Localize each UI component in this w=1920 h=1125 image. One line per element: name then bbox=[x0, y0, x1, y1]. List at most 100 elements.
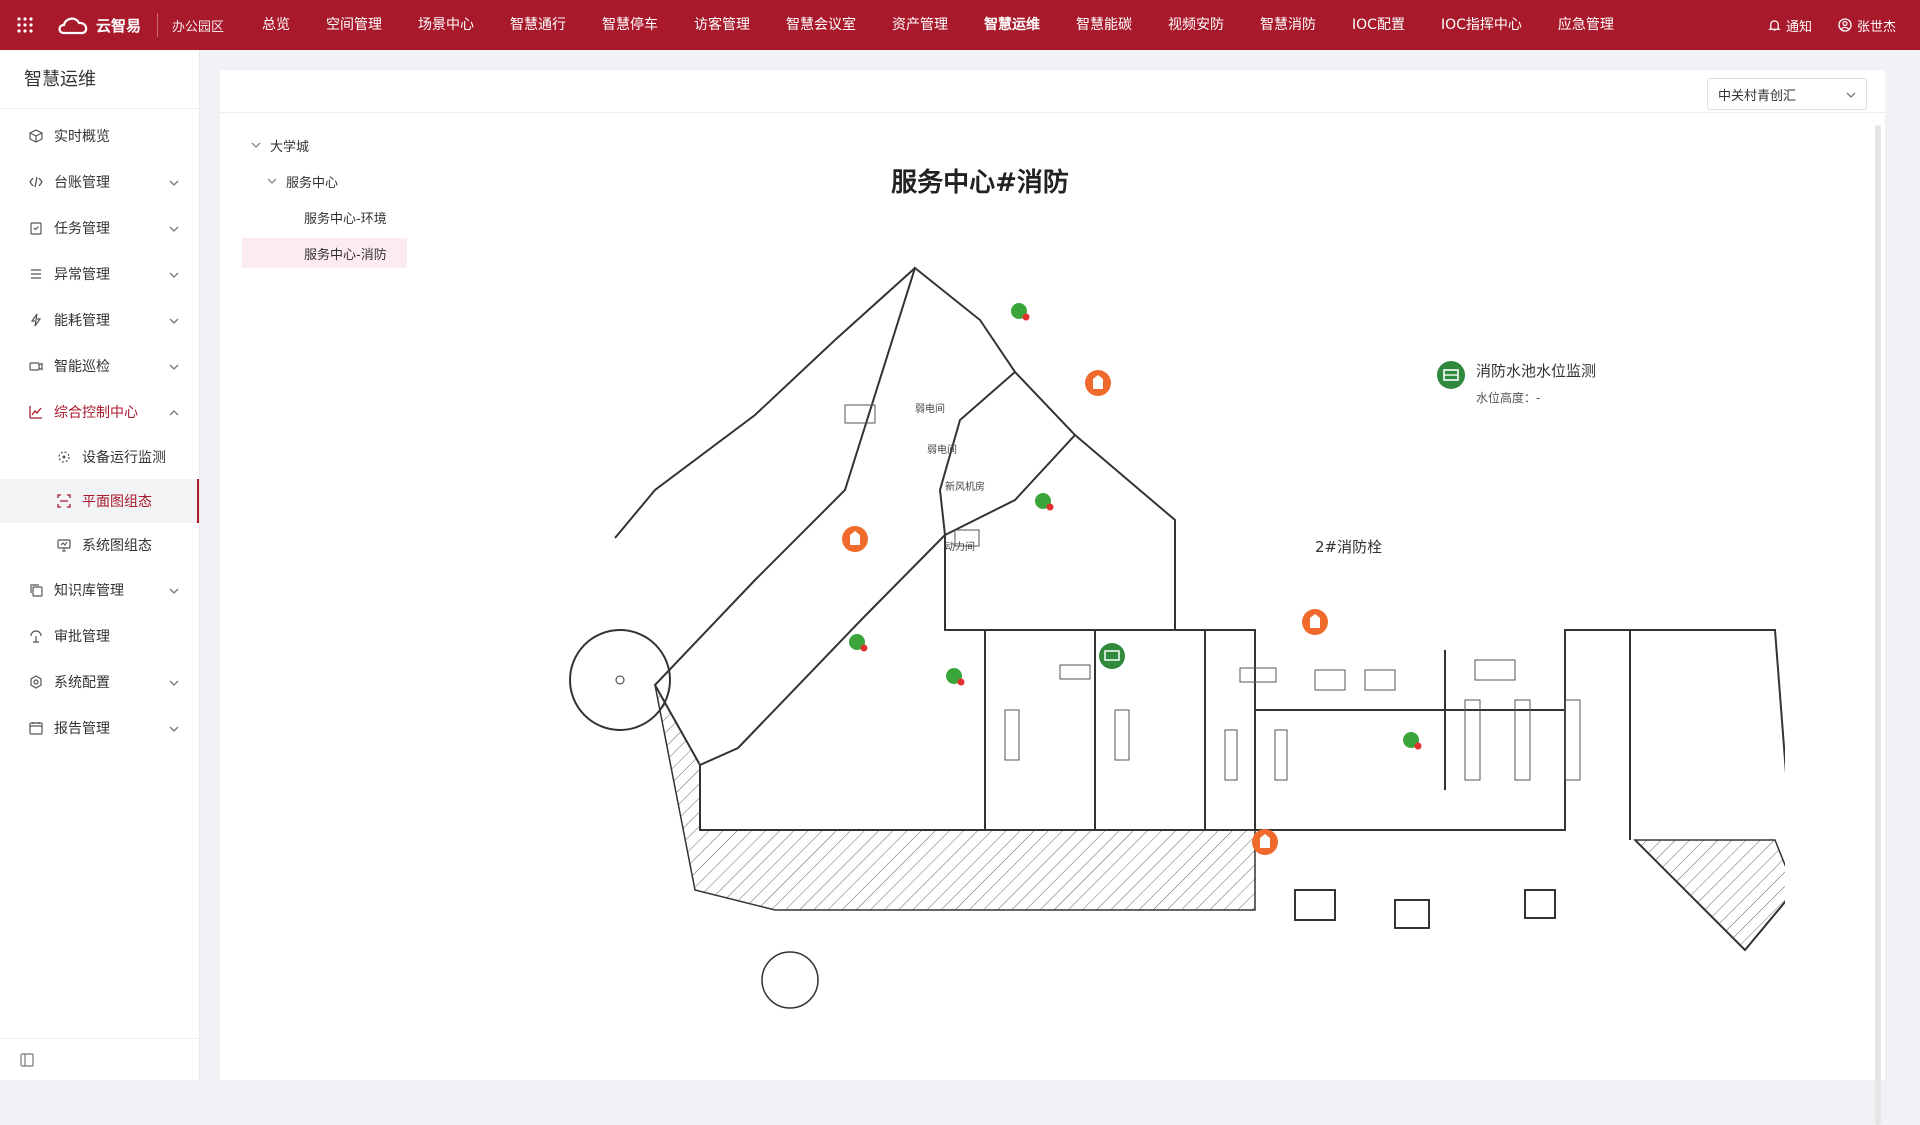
device-ok-icon[interactable] bbox=[1011, 303, 1030, 321]
water-monitor-icon[interactable] bbox=[1099, 643, 1125, 669]
list-icon bbox=[28, 266, 44, 282]
monitor-label: 水位高度： bbox=[1476, 391, 1537, 405]
nav-item[interactable]: IOC指挥中心 bbox=[1440, 17, 1522, 33]
collapse-sidebar-button[interactable] bbox=[0, 1038, 200, 1080]
nav-item[interactable]: 智慧运维 bbox=[984, 17, 1041, 33]
sidebar-item-ledger[interactable]: 台账管理 bbox=[0, 159, 199, 205]
sidebar-item-system-diagram[interactable]: 系统图组态 bbox=[0, 523, 199, 567]
sidebar-menu: 实时概览 台账管理 任务管理 异常管理 能耗管理 智能巡检 综合控制中心 设备运… bbox=[0, 109, 199, 751]
nav-item[interactable]: 总览 bbox=[262, 17, 291, 33]
chevron-down-icon bbox=[169, 674, 179, 690]
sidebar-item-label: 任务管理 bbox=[54, 221, 110, 237]
hydrant-label: 2#消防栓 bbox=[1315, 538, 1383, 556]
sidebar-item-label: 设备运行监测 bbox=[82, 450, 166, 466]
calendar-icon bbox=[28, 720, 44, 736]
area-label[interactable]: 办公园区 bbox=[172, 19, 225, 35]
device-ok-icon[interactable] bbox=[946, 668, 965, 686]
tree-node-label: 服务中心-环境 bbox=[304, 211, 387, 227]
app-logo[interactable]: 云智易 bbox=[50, 13, 159, 37]
sidebar: 智慧运维 实时概览 台账管理 任务管理 异常管理 能耗管理 智能巡检 综合控制中… bbox=[0, 50, 200, 1080]
sidebar-item-label: 平面图组态 bbox=[82, 494, 152, 510]
sidebar-item-tasks[interactable]: 任务管理 bbox=[0, 205, 199, 251]
bell-icon bbox=[1768, 19, 1781, 31]
alarm-pin-icon[interactable] bbox=[1302, 609, 1328, 635]
sidebar-item-label: 审批管理 bbox=[54, 629, 110, 645]
site-select-value: 中关村青创汇 bbox=[1718, 88, 1797, 104]
sidebar-item-approval[interactable]: 审批管理 bbox=[0, 613, 199, 659]
tree-node-campus[interactable]: 大学城 bbox=[242, 130, 412, 160]
sidebar-item-energy[interactable]: 能耗管理 bbox=[0, 297, 199, 343]
notification-button[interactable]: 通知 bbox=[1768, 16, 1812, 35]
sidebar-item-reports[interactable]: 报告管理 bbox=[0, 705, 199, 751]
monitor-title: 消防水池水位监测 bbox=[1476, 362, 1597, 380]
nav-item[interactable]: 应急管理 bbox=[1557, 17, 1614, 33]
nav-item[interactable]: 智慧能碳 bbox=[1076, 17, 1133, 33]
nav-item[interactable]: 视频安防 bbox=[1168, 17, 1225, 33]
cloud-logo-icon bbox=[58, 17, 88, 35]
tree-node-fire[interactable]: 服务中心-消防 bbox=[242, 238, 407, 268]
sidebar-item-label: 知识库管理 bbox=[54, 583, 124, 599]
chevron-down-icon bbox=[1846, 87, 1856, 102]
tree-node-label: 服务中心-消防 bbox=[304, 247, 387, 263]
settings-icon bbox=[28, 674, 44, 690]
sidebar-item-device-monitoring[interactable]: 设备运行监测 bbox=[0, 435, 199, 479]
user-menu[interactable]: 张世杰 bbox=[1838, 16, 1896, 35]
chart-icon bbox=[28, 404, 44, 420]
camera-icon bbox=[28, 358, 44, 374]
chevron-down-icon bbox=[169, 266, 179, 282]
site-select[interactable]: 中关村青创汇 bbox=[1707, 78, 1867, 110]
apps-grid-icon[interactable] bbox=[0, 0, 50, 50]
logo-text: 云智易 bbox=[96, 16, 142, 35]
sidebar-item-label: 异常管理 bbox=[54, 267, 110, 283]
nav-item[interactable]: 场景中心 bbox=[418, 17, 475, 33]
chevron-down-icon bbox=[169, 720, 179, 736]
chevron-down-icon bbox=[169, 582, 179, 598]
svg-text:动力间: 动力间 bbox=[945, 540, 975, 553]
screen-icon bbox=[56, 537, 72, 553]
sidebar-item-realtime-overview[interactable]: 实时概览 bbox=[0, 113, 199, 159]
plan-title: 服务中心#消防 bbox=[891, 168, 1069, 198]
monitor-reading: 水位高度：- bbox=[1476, 389, 1596, 406]
nav-item[interactable]: 智慧停车 bbox=[602, 17, 659, 33]
nav-item[interactable]: 空间管理 bbox=[326, 17, 383, 33]
scan-icon bbox=[56, 493, 72, 509]
sidebar-item-label: 智能巡检 bbox=[54, 359, 110, 375]
device-ok-icon[interactable] bbox=[1035, 493, 1054, 511]
sidebar-item-exceptions[interactable]: 异常管理 bbox=[0, 251, 199, 297]
chevron-down-icon[interactable] bbox=[264, 178, 280, 184]
chevron-down-icon[interactable] bbox=[248, 142, 264, 148]
nav-item[interactable]: 智慧消防 bbox=[1260, 17, 1317, 33]
alarm-pin-icon[interactable] bbox=[1252, 829, 1278, 855]
sidebar-title: 智慧运维 bbox=[0, 50, 199, 109]
sidebar-item-system-config[interactable]: 系统配置 bbox=[0, 659, 199, 705]
svg-text:弱电间: 弱电间 bbox=[915, 402, 945, 415]
user-icon bbox=[1838, 18, 1852, 32]
sidebar-item-knowledge[interactable]: 知识库管理 bbox=[0, 567, 199, 613]
tree-node-service-center[interactable]: 服务中心 bbox=[242, 166, 412, 196]
main-nav: 总览 空间管理 场景中心 智慧通行 智慧停车 访客管理 智慧会议室 资产管理 智慧运维 智慧能碳 视… bbox=[244, 0, 1632, 50]
nav-item[interactable]: 智慧通行 bbox=[510, 17, 567, 33]
vertical-scrollbar[interactable] bbox=[1875, 125, 1881, 1125]
tree-node-label: 大学城 bbox=[270, 139, 310, 155]
nav-item[interactable]: 智慧会议室 bbox=[786, 17, 857, 33]
water-tank-icon bbox=[1437, 361, 1465, 389]
device-ok-icon[interactable] bbox=[1403, 732, 1422, 750]
tree-node-environment[interactable]: 服务中心-环境 bbox=[242, 202, 412, 232]
alarm-pin-icon[interactable] bbox=[1085, 370, 1111, 396]
location-tree: 大学城 服务中心 服务中心-环境 服务中心-消防 bbox=[242, 130, 412, 274]
nav-item[interactable]: 资产管理 bbox=[892, 17, 949, 33]
sidebar-item-inspection[interactable]: 智能巡检 bbox=[0, 343, 199, 389]
nav-item[interactable]: IOC配置 bbox=[1352, 17, 1405, 33]
chevron-up-icon bbox=[169, 404, 179, 420]
sidebar-item-control-center[interactable]: 综合控制中心 bbox=[0, 389, 199, 435]
top-navigation-bar: 云智易 办公园区 总览 空间管理 场景中心 智慧通行 智慧停车 访客管理 智慧会议室 资产管理… bbox=[0, 0, 1920, 50]
notification-label: 通知 bbox=[1785, 19, 1812, 35]
floor-plan[interactable]: 弱电间 弱电间 新风机房 动力间 bbox=[515, 190, 1785, 1025]
nav-item[interactable]: 访客管理 bbox=[694, 17, 751, 33]
alarm-pin-icon[interactable] bbox=[842, 526, 868, 552]
sidebar-item-floor-plan[interactable]: 平面图组态 bbox=[0, 479, 199, 523]
chevron-down-icon bbox=[169, 358, 179, 374]
device-ok-icon[interactable] bbox=[849, 634, 868, 652]
water-level-monitor[interactable]: 消防水池水位监测 水位高度：- bbox=[1436, 360, 1596, 406]
sidebar-item-label: 实时概览 bbox=[54, 129, 110, 145]
